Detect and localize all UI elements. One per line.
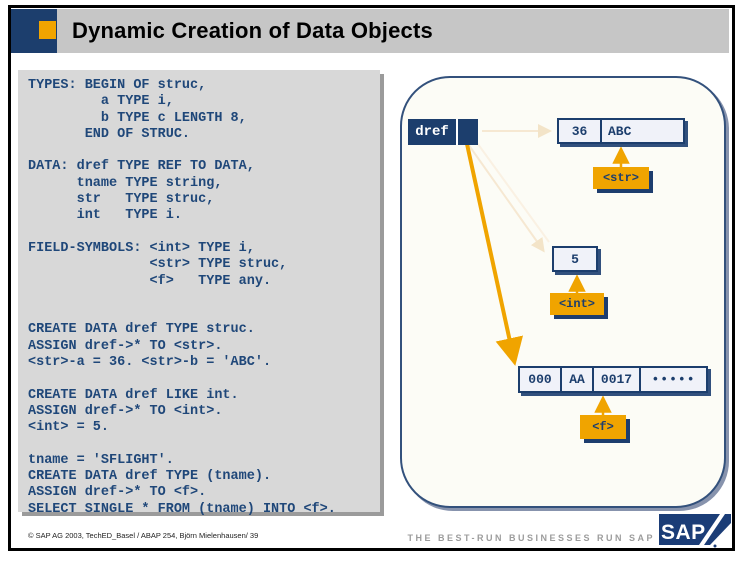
slogan-text: THE BEST-RUN BUSINESSES RUN SAP	[407, 533, 655, 543]
row-field-more: •••••	[639, 368, 706, 391]
struct-field-b: ABC	[600, 120, 683, 142]
slide-frame	[8, 5, 735, 551]
field-symbol-int-tag: <int>	[550, 293, 604, 315]
old-reference-arrow-int	[467, 143, 545, 253]
struct-data-object: 36 ABC	[557, 118, 685, 144]
field-symbol-f-tag: <f>	[580, 415, 626, 439]
int-data-object: 5	[552, 246, 598, 272]
old-reference-arrow-int-2	[474, 139, 550, 243]
sflight-row-object: 000 AA 0017 •••••	[518, 366, 708, 393]
dref-pointer-cell	[458, 119, 478, 145]
title-orange-square	[39, 21, 56, 39]
page-title: Dynamic Creation of Data Objects	[72, 18, 433, 43]
memory-diagram: dref 36 ABC 5 000 AA 0017 ••••• <str> <i…	[400, 76, 726, 508]
abap-code-panel: TYPES: BEGIN OF struc, a TYPE i, b TYPE …	[18, 70, 380, 517]
struct-field-a: 36	[571, 123, 588, 139]
dref-label: dref	[408, 119, 458, 145]
row-field-2: AA	[560, 368, 592, 391]
abap-code-text: TYPES: BEGIN OF struc, a TYPE i, b TYPE …	[28, 78, 336, 517]
dref-reference-box: dref	[408, 119, 478, 145]
int-value: 5	[571, 251, 579, 267]
row-field-3: 0017	[592, 368, 639, 391]
title-bar	[57, 9, 729, 53]
field-symbol-str-tag: <str>	[593, 167, 649, 189]
copyright-text: © SAP AG 2003, TechED_Basel / ABAP 254, …	[28, 531, 259, 540]
sap-logo: SAP	[659, 514, 731, 548]
sap-logo-text: SAP	[661, 521, 706, 544]
row-field-1: 000	[528, 372, 552, 387]
current-reference-arrow	[465, 143, 524, 366]
